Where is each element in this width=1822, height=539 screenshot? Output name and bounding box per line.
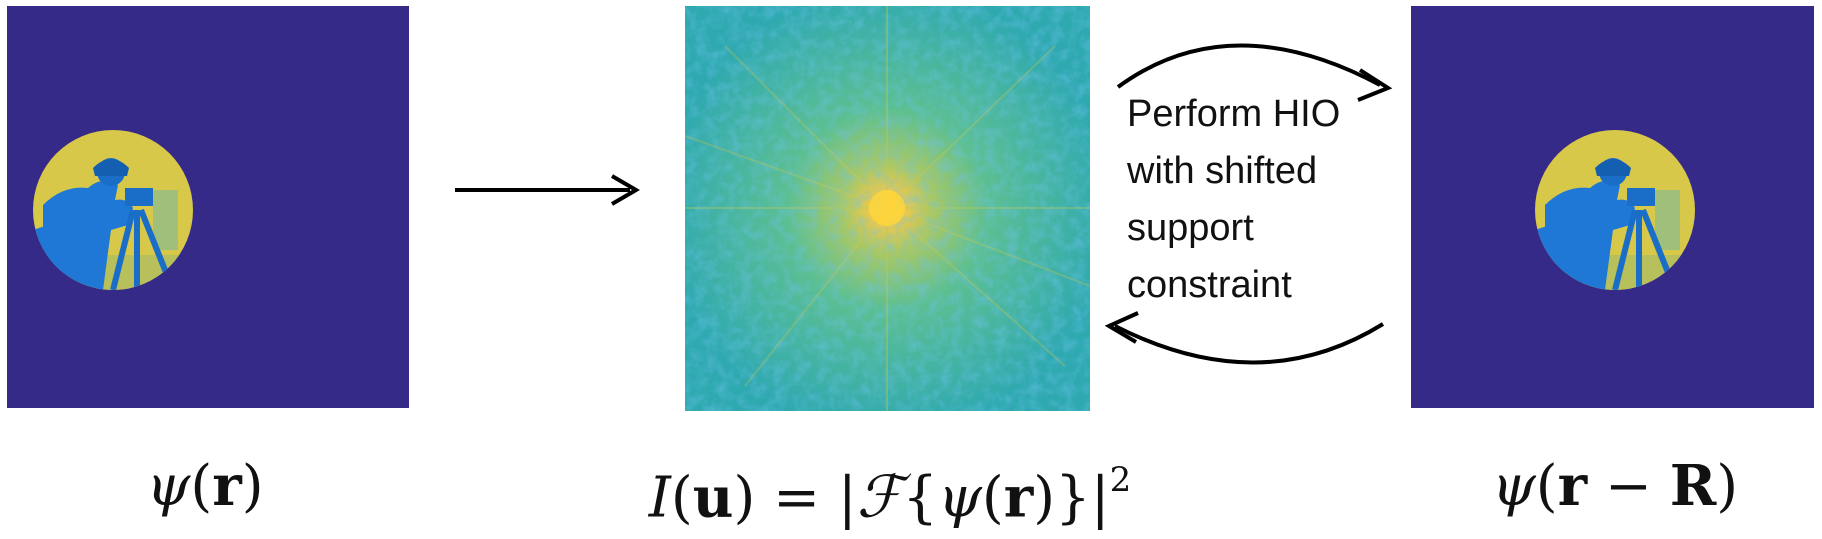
paren: ) — [241, 454, 264, 519]
hio-step-label: Perform HIO with shifted support constra… — [1127, 86, 1387, 314]
paren: ) — [1033, 465, 1056, 531]
paren: ( — [1535, 454, 1558, 519]
paren: ) — [1716, 454, 1739, 519]
paren: ( — [190, 454, 213, 519]
curved-arrow-bottom — [1104, 311, 1385, 365]
equals-abs: = | — [755, 465, 857, 531]
position-vector: r — [212, 453, 242, 519]
psi-symbol: ψ — [1491, 454, 1536, 519]
object-image-panel — [7, 6, 409, 408]
paren: ) — [733, 465, 756, 531]
hio-label-line-4: constraint — [1127, 264, 1292, 306]
paren: ( — [981, 465, 1004, 531]
fourier-symbol: ℱ — [856, 462, 903, 531]
brace: { — [902, 465, 938, 531]
frequency-vector: u — [692, 464, 734, 531]
hio-label-line-1: Perform HIO — [1127, 93, 1341, 135]
shift-vector: R — [1669, 453, 1717, 519]
paren: ( — [670, 465, 693, 531]
shifted-object-image-panel — [1411, 6, 1814, 408]
psi-symbol: ψ — [146, 454, 191, 519]
shifted-cameraman-disk-image — [1535, 130, 1695, 290]
intensity-formula: I(u) = |ℱ{ψ(r)}|2 — [520, 448, 1260, 531]
hio-label-line-3: support — [1127, 207, 1254, 249]
cameraman-disk-image — [33, 130, 193, 290]
intensity-symbol: I — [648, 465, 671, 531]
shifted-wavefield-formula: ψ(r − R) — [1430, 448, 1800, 524]
brace-abs: }| — [1055, 465, 1110, 531]
diffraction-pattern-panel — [685, 6, 1090, 411]
square-exponent: 2 — [1109, 460, 1132, 500]
hio-label-line-2: with shifted — [1127, 150, 1318, 192]
position-vector: r — [1557, 453, 1588, 519]
minus-sign: − — [1587, 454, 1670, 519]
forward-arrow — [455, 174, 640, 206]
object-disk — [33, 130, 193, 290]
position-vector: r — [1003, 464, 1034, 531]
object-wavefield-formula: ψ(r) — [60, 448, 350, 524]
psi-symbol: ψ — [937, 465, 982, 531]
shifted-object-disk — [1535, 130, 1695, 290]
diffraction-pattern-image — [685, 6, 1090, 411]
